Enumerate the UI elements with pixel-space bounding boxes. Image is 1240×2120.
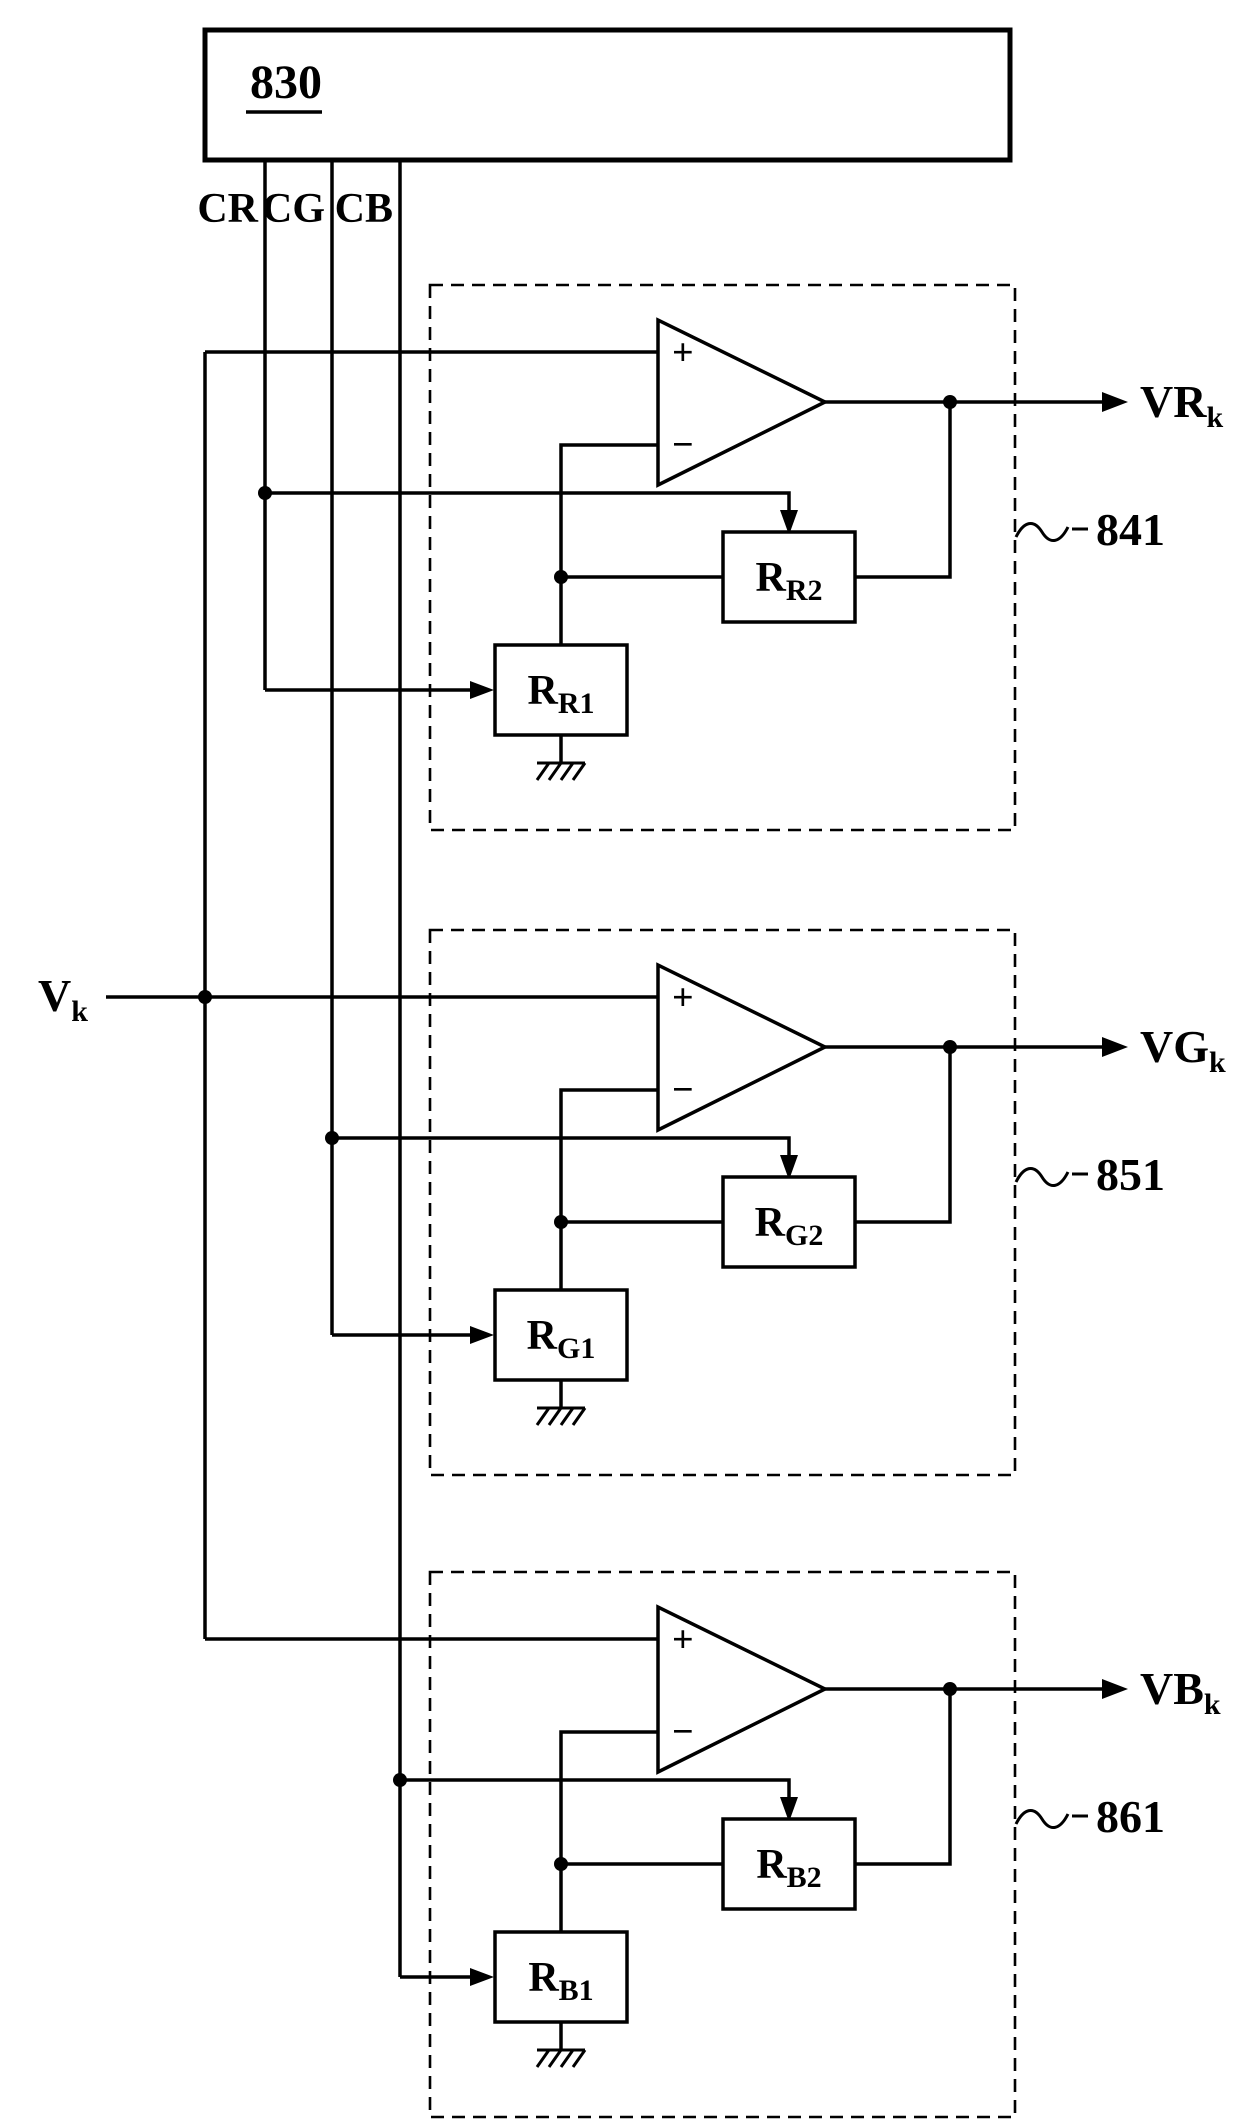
- opamp-plus-sign: +: [672, 332, 694, 374]
- resistor-r2-box: [721, 1175, 857, 1269]
- amplifier-block-841: + − RR2 RR1 VRk 841: [205, 283, 1223, 832]
- control-branch-to-r2: [265, 491, 791, 511]
- resistor-r1-label: RG1: [527, 1313, 596, 1365]
- control-junction-dot: [325, 1131, 339, 1145]
- amplifier-block-851: + − RG2 RG1 VGk 851: [205, 928, 1226, 1477]
- r1-control-arrowhead: [470, 681, 494, 699]
- minus-input-wire: [559, 443, 658, 577]
- r2-control-arrowhead: [780, 510, 798, 535]
- control-junction-dot: [258, 486, 272, 500]
- opamp-plus-sign: +: [672, 1619, 694, 1661]
- feedback-junction-dot: [554, 1857, 568, 1871]
- opamp-triangle: [656, 1604, 829, 1775]
- input-label: Vk: [38, 970, 88, 1028]
- ground-symbol: [535, 761, 587, 781]
- controller-box: 830: [202, 27, 1013, 163]
- output-junction-dot: [943, 395, 957, 409]
- feedback-junction-dot: [554, 1215, 568, 1229]
- ref-number: 841: [1096, 504, 1165, 555]
- control-branch-to-r2: [332, 1136, 791, 1156]
- controller-box-outline: [202, 27, 1013, 163]
- feedback-wire: [855, 1689, 952, 1866]
- ground-symbol: [535, 2048, 587, 2068]
- controller-label: 830: [250, 56, 322, 109]
- resistor-r2-label: RG2: [755, 1200, 824, 1252]
- resistor-r1-box: [493, 643, 629, 737]
- output-label: VGk: [1140, 1021, 1226, 1079]
- ground-symbol: [535, 1406, 587, 1426]
- feedback-wire: [855, 402, 952, 579]
- output-junction-dot: [943, 1040, 957, 1054]
- opamp-minus-sign: −: [672, 424, 694, 466]
- opamp-plus-sign: +: [672, 977, 694, 1019]
- ref-number: 861: [1096, 1791, 1165, 1842]
- amplifier-block-861: + − RB2 RB1 VBk 861: [205, 1570, 1221, 2119]
- control-label-cb: CB: [335, 186, 393, 232]
- resistor-r1-box: [493, 1930, 629, 2024]
- output-arrowhead: [1102, 1679, 1128, 1699]
- resistor-r2-box: [721, 530, 857, 624]
- resistor-r2-box: [721, 1817, 857, 1911]
- r1-control-arrowhead: [470, 1326, 494, 1344]
- output-arrowhead: [1102, 392, 1128, 412]
- control-branch-to-r2: [400, 1778, 791, 1798]
- ref-leader-squiggle: [1014, 1167, 1070, 1187]
- opamp-minus-sign: −: [672, 1069, 694, 1111]
- r2-control-arrowhead: [780, 1797, 798, 1822]
- resistor-r2-label: RR2: [755, 555, 822, 607]
- r1-control-arrowhead: [470, 1968, 494, 1986]
- minus-input-wire: [559, 1730, 658, 1864]
- control-label-cg: CG: [262, 186, 325, 232]
- output-label: VBk: [1140, 1663, 1221, 1721]
- ref-leader-squiggle: [1014, 522, 1070, 542]
- output-label: VRk: [1140, 376, 1223, 434]
- control-bus: CR CG CB: [197, 160, 402, 1977]
- resistor-r1-label: RB1: [528, 1955, 593, 2007]
- ref-leader-squiggle: [1014, 1809, 1070, 1829]
- control-label-cr: CR: [197, 186, 258, 232]
- output-junction-dot: [943, 1682, 957, 1696]
- resistor-r1-label: RR1: [527, 668, 594, 720]
- ref-number: 851: [1096, 1149, 1165, 1200]
- output-arrowhead: [1102, 1037, 1128, 1057]
- minus-input-wire: [559, 1088, 658, 1222]
- feedback-wire: [855, 1047, 952, 1224]
- r2-control-arrowhead: [780, 1155, 798, 1180]
- feedback-junction-dot: [554, 570, 568, 584]
- resistor-r2-label: RB2: [756, 1842, 821, 1894]
- opamp-triangle: [656, 962, 829, 1133]
- control-junction-dot: [393, 1773, 407, 1787]
- input-vk: Vk: [38, 352, 212, 1639]
- resistor-r1-box: [493, 1288, 629, 1382]
- opamp-triangle: [656, 317, 829, 488]
- opamp-minus-sign: −: [672, 1711, 694, 1753]
